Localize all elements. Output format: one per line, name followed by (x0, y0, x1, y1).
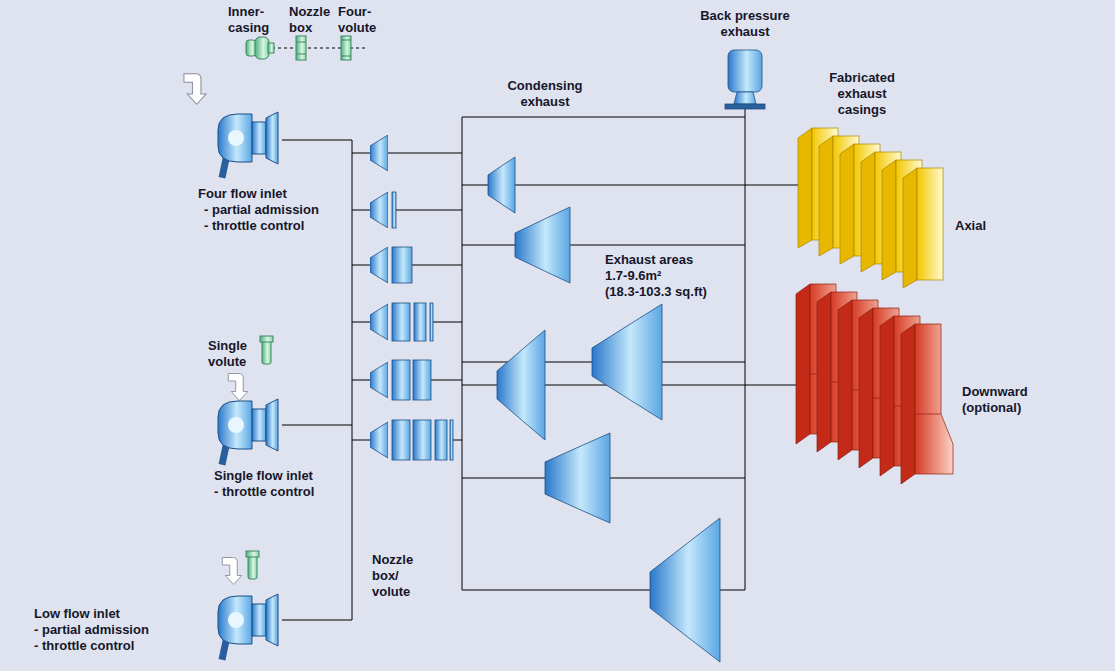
part-label: Four- volute (338, 4, 392, 36)
part-label: Fabricated exhaust casings (812, 70, 912, 118)
axial-casings (798, 128, 943, 288)
part-label: Downward (optional) (962, 384, 1052, 416)
part-label: Nozzle box (289, 4, 343, 36)
part-label: - throttle control (204, 218, 304, 234)
exhaust-sections (488, 157, 720, 662)
part-label: Four flow inlet (198, 186, 287, 202)
nozzle-boxes (370, 135, 453, 460)
part-label: Condensing exhaust (500, 78, 590, 110)
downward-casings (796, 284, 953, 484)
part-label: Axial (955, 218, 986, 234)
downward-casing (901, 324, 953, 484)
inlet-turbines (184, 74, 278, 661)
axial-casing (903, 168, 943, 288)
part-label: - throttle control (214, 484, 314, 500)
part-label: Exhaust areas (605, 252, 693, 268)
part-label: - throttle control (34, 638, 134, 654)
back-pressure-icon (725, 50, 765, 109)
part-label: 1.7-9.6m² (605, 268, 661, 284)
part-label: (18.3-103.3 sq.ft) (605, 284, 707, 300)
part-label: Low flow inlet (34, 606, 120, 622)
part-label: Inner- casing (228, 4, 282, 36)
part-label: Back pressure exhaust (690, 8, 800, 40)
part-label: - partial admission (34, 622, 149, 638)
part-label: Single volute (208, 338, 260, 370)
part-label: - partial admission (204, 202, 319, 218)
part-label: Nozzle box/ volute (372, 552, 432, 600)
part-label: Single flow inlet (214, 468, 313, 484)
